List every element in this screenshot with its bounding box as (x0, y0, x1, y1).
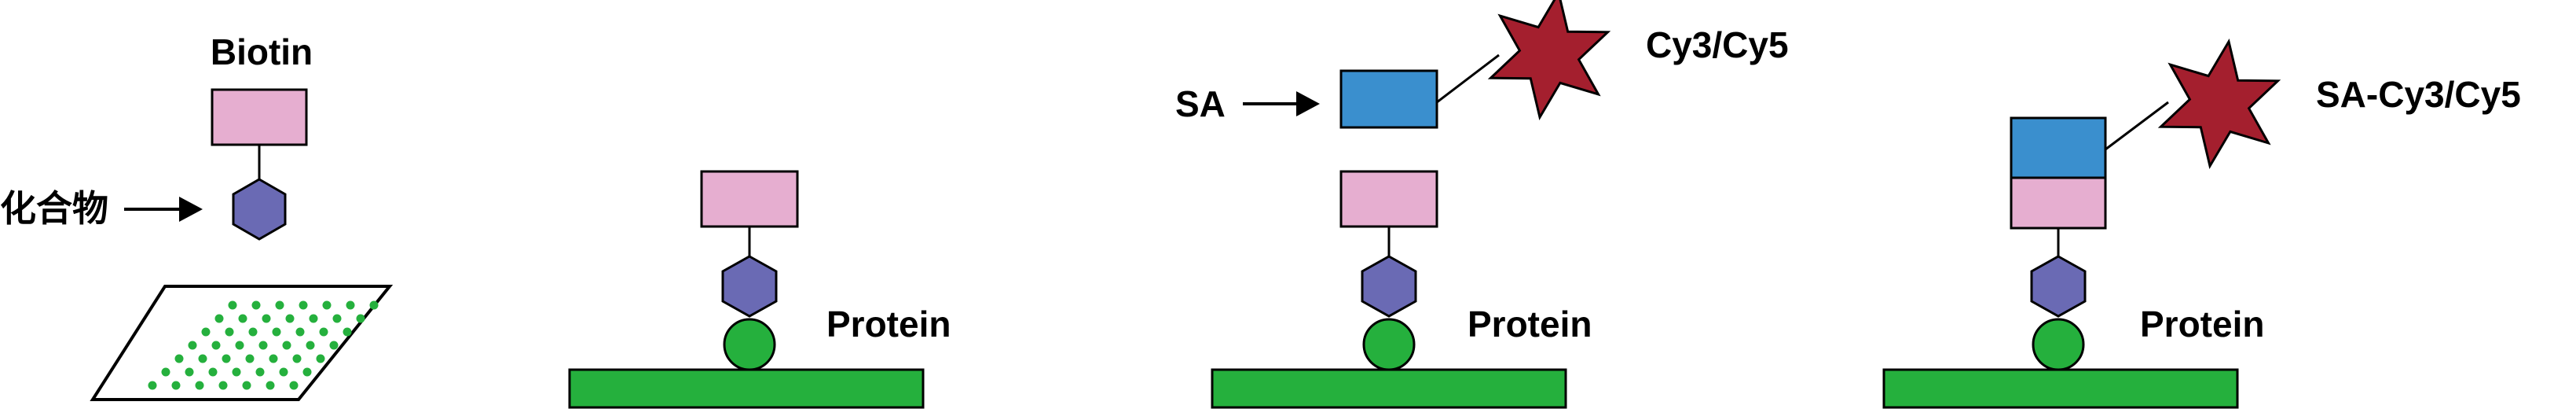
cy3-cy5-dye-star (1487, 0, 1611, 121)
array-spot (282, 341, 291, 350)
array-spot (322, 300, 332, 310)
array-spot (195, 381, 204, 390)
biotin-block (1339, 170, 1438, 228)
compound-hexagon (1361, 255, 1417, 318)
array-spot (171, 381, 181, 390)
dye-linker (2105, 101, 2169, 151)
array-spot (309, 314, 318, 323)
panel-sa-approach: SA Cy3/Cy5 Protein (1175, 0, 1789, 409)
array-spot (269, 354, 278, 363)
protein-circle (1362, 318, 1416, 371)
array-spot (316, 354, 325, 363)
array-spot (299, 300, 308, 310)
cy3-cy5-label: Cy3/Cy5 (1646, 24, 1789, 65)
array-spot (343, 327, 352, 337)
array-spot (332, 314, 342, 323)
array-spot (238, 314, 247, 323)
sa-arrow-head (1296, 91, 1320, 116)
protein-circle (2032, 318, 2085, 371)
array-spot (302, 367, 312, 377)
array-spot (245, 354, 255, 363)
array-spot (289, 381, 299, 390)
array-spot (356, 314, 365, 323)
array-spot (285, 314, 295, 323)
compound-arrow-head (179, 197, 203, 222)
array-spot (369, 300, 379, 310)
array-spot (255, 367, 265, 377)
array-spot (346, 300, 355, 310)
panel-compound-array: Biotin 化合物 (0, 31, 394, 401)
array-spot (272, 327, 281, 337)
array-spot (161, 367, 170, 377)
array-spot (185, 367, 194, 377)
array-spot (225, 327, 234, 337)
array-spot (242, 381, 251, 390)
biotin-block (700, 170, 799, 228)
array-spot (208, 367, 218, 377)
array-spot (214, 314, 224, 323)
protein-label: Protein (1468, 304, 1592, 345)
panel-protein-binding: Protein (568, 170, 951, 409)
array-spot (198, 354, 207, 363)
biotin-block (2010, 176, 2107, 230)
protein-label: Protein (2140, 304, 2264, 345)
surface-bar (568, 368, 925, 409)
dye-linker (1436, 53, 1500, 104)
array-spot (218, 381, 228, 390)
compound-label: 化合物 (0, 188, 108, 229)
surface-bar (1882, 368, 2239, 409)
array-spot (329, 341, 339, 350)
array-spot (174, 354, 184, 363)
sa-block (2010, 116, 2107, 179)
sa-cy3-cy5-label: SA-Cy3/Cy5 (2316, 74, 2521, 115)
array-spot (319, 327, 328, 337)
array-spot (188, 341, 197, 350)
surface-bar (1211, 368, 1567, 409)
array-spot (295, 327, 305, 337)
compound-hexagon (2030, 255, 2087, 318)
compound-hexagon (721, 255, 778, 318)
array-spot (275, 300, 284, 310)
sa-label: SA (1175, 83, 1226, 124)
array-spot (279, 367, 288, 377)
array-spot (248, 327, 258, 337)
array-spot (228, 300, 237, 310)
compound-hexagon (232, 178, 287, 241)
protein-label: Protein (826, 304, 951, 345)
panel-sa-bound: SA-Cy3/Cy5 Protein (1882, 38, 2521, 409)
array-spot (262, 314, 271, 323)
array-spot (222, 354, 231, 363)
array-spots (148, 300, 379, 390)
array-spot (232, 367, 241, 377)
biotin-label: Biotin (211, 31, 313, 72)
array-spot (306, 341, 315, 350)
array-spot (258, 341, 268, 350)
array-spot (266, 381, 275, 390)
array-spot (235, 341, 244, 350)
array-spot (211, 341, 221, 350)
array-spot (148, 381, 157, 390)
sa-block (1339, 69, 1438, 129)
array-spot (251, 300, 261, 310)
array-spot (201, 327, 211, 337)
protein-circle (723, 318, 776, 371)
array-spot (292, 354, 302, 363)
sa-cy3-cy5-dye-star (2157, 38, 2281, 170)
biotin-block (211, 88, 308, 146)
